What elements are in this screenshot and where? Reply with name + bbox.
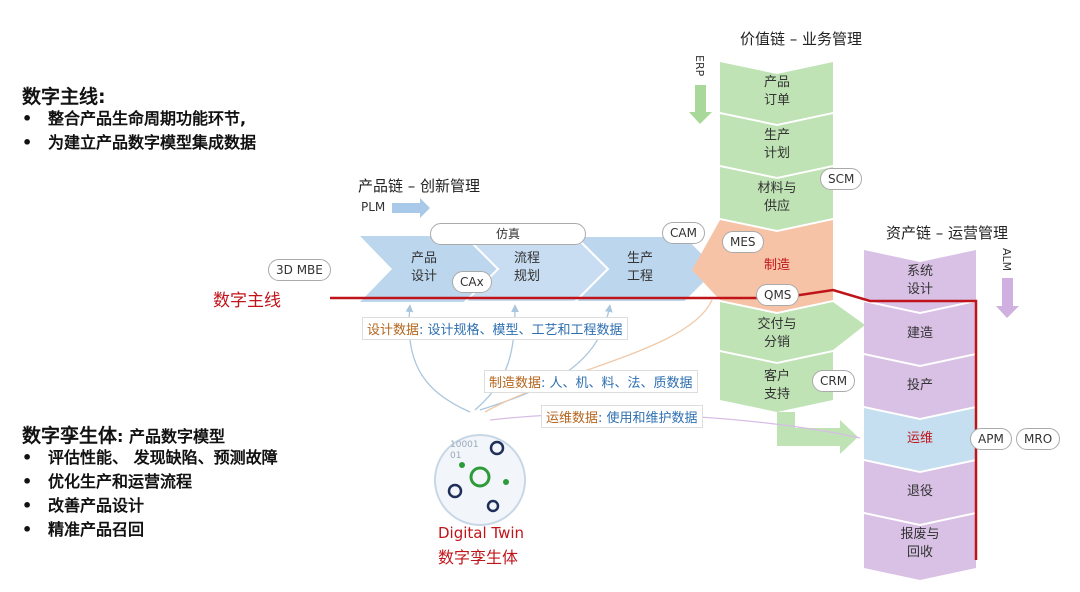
- erp-label: ERP: [693, 55, 706, 77]
- twin-title: 数字孪生体: 产品数字模型: [22, 421, 225, 448]
- chevron-operations: [864, 408, 976, 471]
- step-supply: 材料与 供应: [757, 181, 797, 214]
- plm-arrow-icon: [392, 198, 430, 218]
- twin-title-bold: 数字孪生体: [22, 425, 118, 447]
- operations-data-label: 运维数据: 使用和维护数据: [541, 405, 703, 428]
- chevron-decommission: [864, 461, 976, 524]
- chevron-support: [720, 352, 833, 412]
- digital-twin-logo-icon: [434, 434, 526, 526]
- thread-line-label: 数字主线: [213, 291, 281, 311]
- cax-pill: CAx: [452, 271, 492, 293]
- step-decommission: 退役: [906, 484, 933, 499]
- plm-label: PLM: [361, 200, 386, 214]
- chevron-build: [864, 302, 976, 365]
- step-order: 产品 订单: [763, 75, 790, 108]
- qms-pill: QMS: [756, 284, 800, 306]
- chevron-delivery: [720, 302, 865, 362]
- twin-item-2: 优化生产和运营流程: [22, 470, 192, 494]
- alm-label: ALM: [1000, 248, 1013, 272]
- step-plan: 生产 计划: [763, 128, 790, 161]
- manufacturing-data-label: 制造数据: 人、机、料、法、质数据: [484, 370, 698, 393]
- chevron-plan: [720, 114, 833, 177]
- chevron-recycle: [864, 514, 976, 580]
- chevron-system-design: [864, 250, 976, 312]
- flow-manufacturing: [484, 299, 713, 413]
- design-data-label: 设计数据: 设计规格、模型、工艺和工程数据: [362, 317, 628, 340]
- thread-item-1: 整合产品生命周期功能环节,: [22, 107, 246, 131]
- step-recycle: 报废与 回收: [900, 527, 940, 560]
- scm-pill: SCM: [820, 168, 863, 190]
- twin-item-3: 改善产品设计: [22, 494, 144, 518]
- mes-pill: MES: [722, 231, 764, 253]
- twin-logo-en: Digital Twin: [438, 524, 525, 542]
- twin-title-rest: : 产品数字模型: [117, 427, 225, 446]
- value-chain-title: 价值链 – 业务管理: [740, 30, 863, 48]
- step-support: 客户 支持: [763, 369, 790, 402]
- twin-item-4: 精准产品召回: [22, 518, 144, 542]
- twin-logo-cn: 数字孪生体: [438, 548, 519, 567]
- digital-thread-line: [330, 288, 978, 560]
- thread-item-2: 为建立产品数字模型集成数据: [22, 131, 256, 155]
- erp-arrow-icon: [689, 85, 712, 124]
- twin-logo-digits: 10001 01: [450, 440, 479, 461]
- asset-chain-title: 资产链 – 运营管理: [886, 224, 1009, 242]
- chevron-commission: [864, 355, 976, 418]
- crm-pill: CRM: [812, 370, 856, 392]
- alm-arrow-icon: [996, 278, 1019, 318]
- step-process-planning: 流程 规划: [513, 251, 540, 284]
- step-product-design: 产品 设计: [410, 251, 437, 284]
- step-manufacturing: 制造: [763, 258, 790, 273]
- step-operations: 运维: [906, 431, 933, 446]
- thread-title: 数字主线:: [22, 86, 106, 108]
- step-build: 建造: [906, 326, 933, 341]
- mbe-pill: 3D MBE: [268, 259, 331, 281]
- chevron-supply: [720, 167, 833, 230]
- support-to-ops-arrow-icon: [777, 412, 858, 454]
- step-system-design: 系统 设计: [906, 264, 933, 297]
- apm-pill: APM: [970, 428, 1012, 450]
- cam-pill: CAM: [662, 222, 705, 244]
- product-chain-title: 产品链 – 创新管理: [358, 177, 481, 195]
- chevron-order: [720, 62, 833, 124]
- step-commission: 投产: [906, 378, 933, 393]
- step-delivery: 交付与 分销: [757, 317, 797, 350]
- simulation-pill: 仿真: [430, 223, 586, 245]
- step-production-engineering: 生产 工程: [626, 251, 653, 284]
- twin-item-1: 评估性能、 发现缺陷、预测故障: [22, 446, 278, 470]
- mro-pill: MRO: [1016, 428, 1061, 450]
